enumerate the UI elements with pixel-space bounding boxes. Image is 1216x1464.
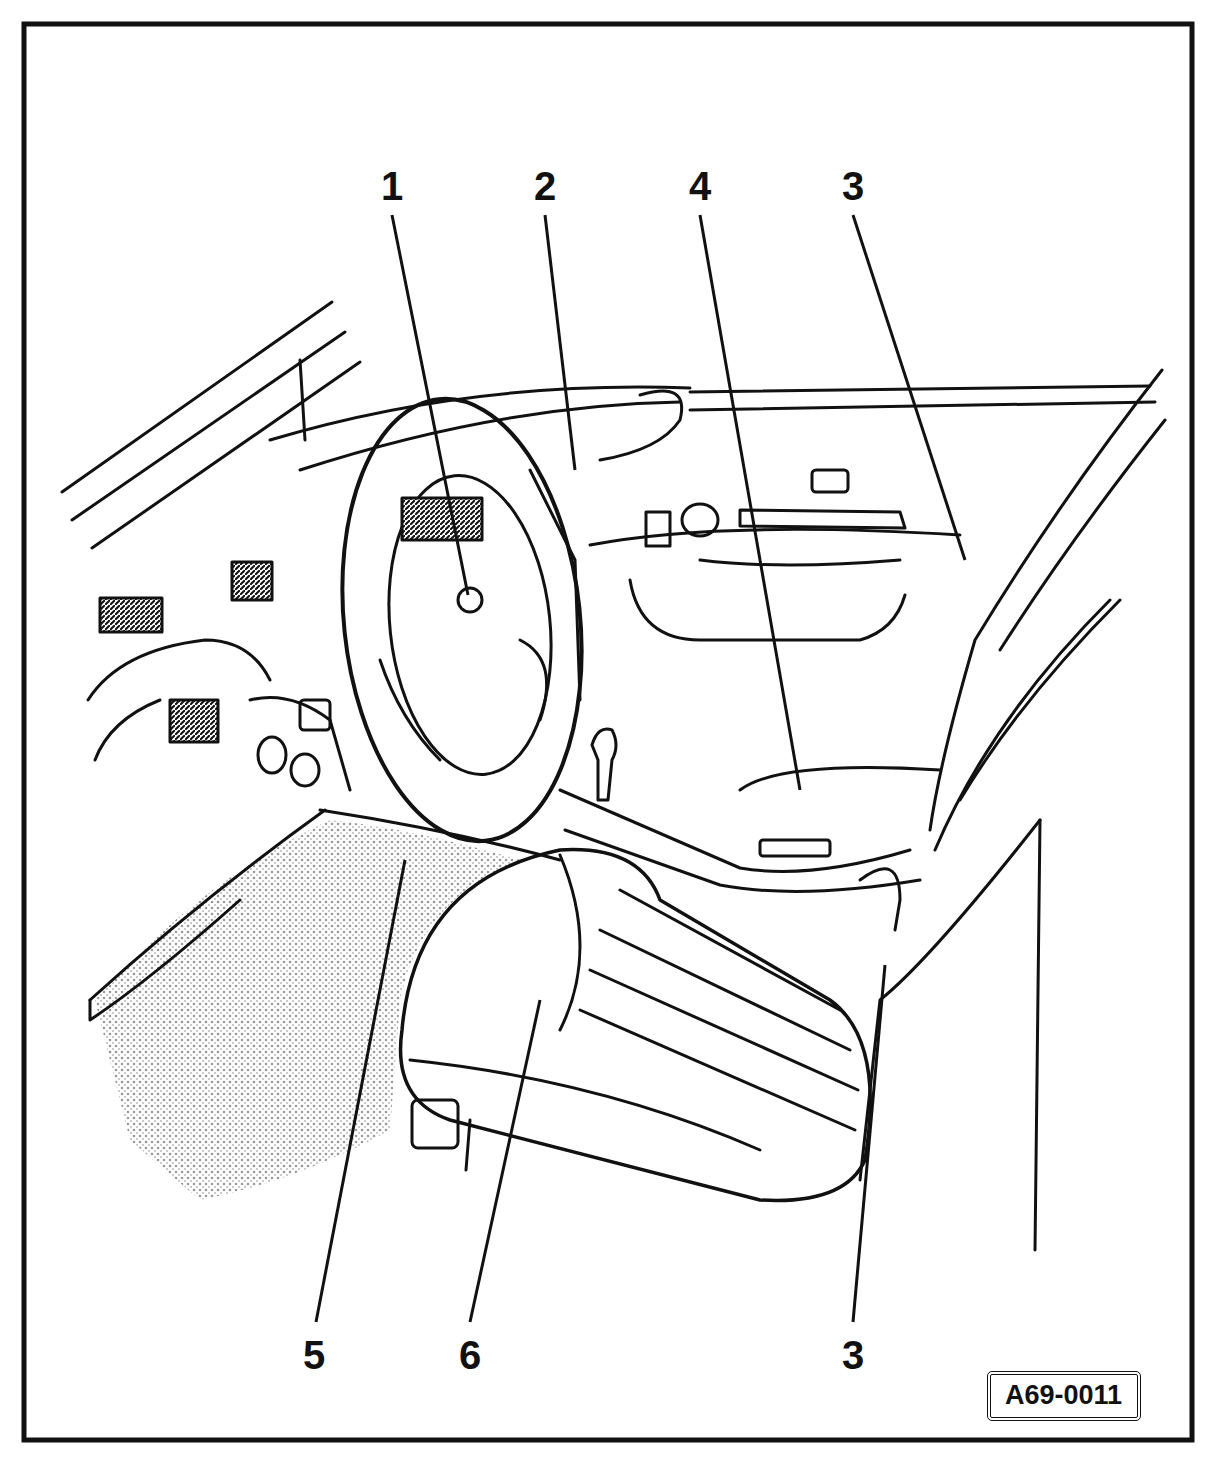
steering-hub (402, 498, 482, 540)
seat-stripe (580, 1010, 855, 1130)
center-console (565, 830, 920, 891)
airbag-pad (375, 467, 565, 782)
callout-number: 4 (685, 164, 715, 208)
passenger-seat (935, 600, 1110, 850)
dashboard (95, 700, 160, 760)
gear-lever (592, 729, 616, 800)
stalk-switch (258, 737, 286, 773)
callout-number: 6 (455, 1333, 485, 1377)
leader-line (853, 215, 965, 560)
mirror-stem (300, 360, 305, 440)
dashboard-lower (90, 810, 325, 1000)
door-grip (740, 510, 905, 528)
steering-wheel (321, 387, 602, 853)
seat-edge (410, 1060, 760, 1150)
stalk-switch (291, 754, 319, 786)
door-handle (812, 470, 848, 492)
driver-seat (401, 850, 871, 1201)
floor-shading (95, 820, 520, 1200)
seat-seam (560, 855, 580, 1030)
door-line (690, 386, 1150, 392)
dashboard (270, 387, 690, 440)
leader-line (470, 1000, 540, 1322)
pillar-line (960, 600, 1120, 800)
steering-column (530, 470, 580, 700)
passenger-seat (860, 820, 1040, 1180)
leader-line (853, 965, 885, 1322)
dashboard-lower (90, 900, 240, 1020)
dashboard (250, 698, 350, 791)
air-vent (232, 562, 272, 600)
steering-spoke (380, 660, 440, 760)
leader-line (700, 215, 800, 790)
steering-spoke (520, 640, 547, 720)
floor-line (320, 810, 560, 860)
leader-line (392, 215, 468, 595)
door-armrest (590, 529, 960, 545)
center-console (740, 768, 940, 791)
ignition (300, 700, 330, 730)
leader-line (545, 215, 575, 470)
callout-number: 2 (530, 164, 560, 208)
seat-control (412, 1100, 458, 1148)
console-tray (760, 840, 830, 856)
callout-number: 5 (299, 1333, 329, 1377)
figure-code: A69-0011 (1005, 1381, 1123, 1411)
seat-lever (466, 1120, 470, 1170)
figure-code-box: A69-0011 (987, 1371, 1141, 1421)
center-console (560, 790, 910, 871)
air-vent (100, 598, 162, 632)
window-switch (646, 512, 670, 546)
door-line (690, 402, 1155, 410)
passenger-seat (860, 869, 900, 930)
dashboard (600, 391, 682, 460)
pillar-line (1000, 420, 1165, 650)
leader-line (316, 860, 405, 1322)
passenger-seat (1035, 820, 1040, 1250)
pillar-line (62, 302, 332, 492)
steering-hub (458, 588, 482, 612)
callout-number: 1 (377, 164, 407, 208)
pillar-line (92, 362, 360, 548)
dashboard (88, 640, 270, 700)
pillar-line (930, 370, 1162, 830)
callout-number: 3 (838, 1333, 868, 1377)
air-vent (170, 700, 218, 742)
frame (24, 24, 1192, 1440)
pillar-line (72, 332, 345, 520)
door-panel (700, 560, 900, 565)
callout-number: 3 (838, 164, 868, 208)
